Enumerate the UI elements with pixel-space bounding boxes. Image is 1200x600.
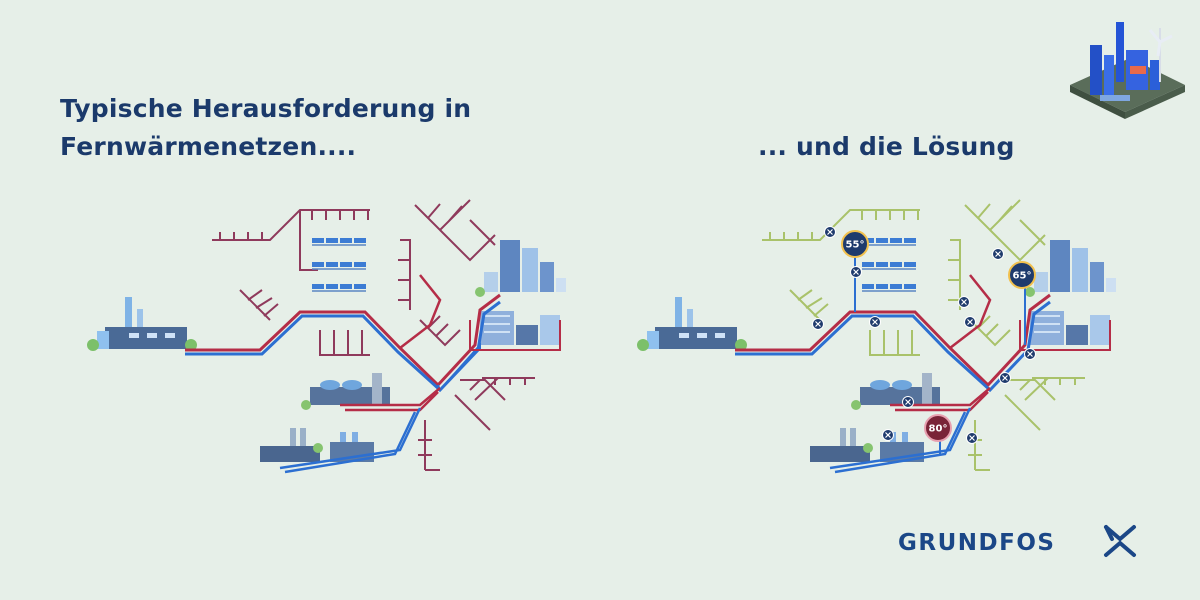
office-buildings-icon: [1030, 311, 1110, 345]
valve-icon: [963, 315, 977, 329]
title-challenge-line1: Typische Herausforderung in: [60, 94, 472, 123]
office-buildings-icon: [480, 311, 560, 345]
grundfos-logo: GRUNDFOS: [898, 530, 1056, 556]
title-solution: ... und die Lösung: [758, 132, 1015, 161]
valve-icon: [1023, 347, 1037, 361]
valve-icon: [823, 225, 837, 239]
temperature-marker-55: 55°: [841, 230, 869, 258]
branch-pipes-right: [762, 199, 1085, 471]
valve-icon: [957, 295, 971, 309]
valve-icon: [849, 265, 863, 279]
title-challenge-line2: Fernwärmenetzen....: [60, 132, 357, 161]
valve-icon: [881, 428, 895, 442]
power-plant-icon: [87, 297, 197, 351]
temperature-label: 80°: [929, 424, 948, 435]
grundfos-logo-mark: [1104, 525, 1136, 557]
valve-icon: [811, 317, 825, 331]
main-pipes-left: [185, 274, 561, 474]
power-plant-icon: [637, 297, 747, 351]
valve-icon: [991, 247, 1005, 261]
valve-icon: [868, 315, 882, 329]
temperature-marker-65: 65°: [1008, 261, 1036, 289]
valve-icon: [965, 431, 979, 445]
city-buildings-icon: [1025, 240, 1116, 297]
temperature-label: 65°: [1013, 271, 1032, 282]
city-buildings-icon: [475, 240, 566, 297]
valve-icon: [998, 371, 1012, 385]
smart-city-icon: [1070, 22, 1185, 119]
challenge-network: [87, 199, 566, 474]
solar-park-icon: [861, 237, 917, 292]
valve-icon: [901, 395, 915, 409]
temperature-marker-80: 80°: [924, 414, 952, 442]
temperature-label: 55°: [846, 240, 865, 251]
solar-park-icon: [311, 237, 367, 292]
solution-network: 55° 65° 80°: [637, 199, 1116, 474]
main-pipes-right: [735, 255, 1111, 474]
branch-pipes-left: [212, 199, 535, 471]
title-challenge: Typische Herausforderung in Fernwärmenet…: [60, 90, 580, 166]
